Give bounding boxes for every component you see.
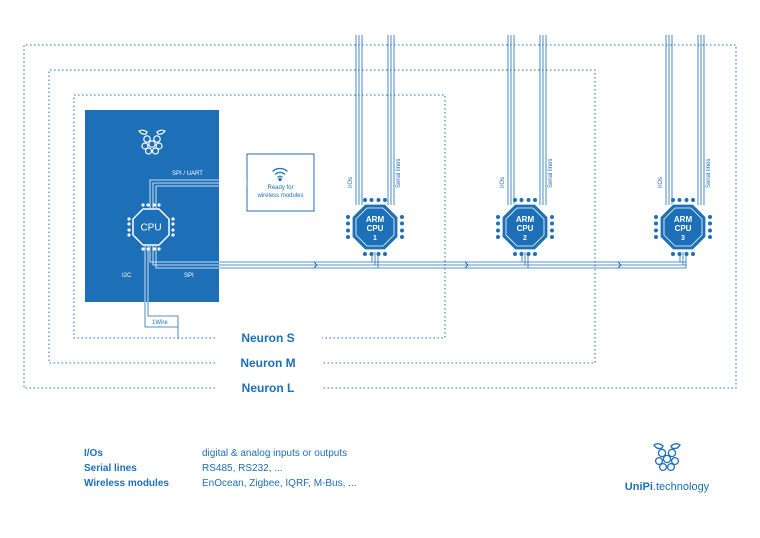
tier-label-neuron-m: Neuron M [240,356,295,370]
i2c-label: I2C [122,273,132,279]
wifi-icon [272,167,288,182]
tier-label-neuron-s: Neuron S [241,331,294,345]
arm-cpu-number: 2 [523,235,527,242]
serial-label: Serial lines [396,159,402,188]
architecture-diagram: Ready for wireless modules SPI / UART 1W… [23,35,737,395]
spi-uart-label: SPI / UART [172,171,203,177]
legend-desc: RS485, RS232, ... [202,463,283,474]
legend-row: Serial lines RS485, RS232, ... [84,461,357,476]
neuron-s-frame [73,94,446,339]
io-label: I/Os [500,177,506,188]
brand-name-bold: UniPi [624,481,653,493]
legend-row: Wireless modules EnOcean, Zigbee, IQRF, … [84,476,357,491]
tier-label-neuron-l: Neuron L [242,381,295,395]
wireless-line2: wireless modules [256,193,303,199]
brand-name-rest: .technology [652,481,710,493]
serial-label: Serial lines [706,159,712,188]
legend-desc: EnOcean, Zigbee, IQRF, M-Bus, ... [202,478,357,489]
raspberry-logo-icon [653,443,681,472]
arm-cpu-chip: ARM CPU 2 [496,198,554,256]
onewire-label: 1Wire [152,320,168,326]
io-label: I/Os [348,177,354,188]
wireless-line1: Ready for [267,185,293,191]
legend-term: I/Os [84,448,103,459]
arm-cpu-number: 3 [681,235,685,242]
legend: I/Os digital & analog inputs or outputs … [84,446,357,491]
serial-label: Serial lines [548,159,554,188]
bus-arrow [617,261,622,269]
arm-cpu-line2: CPU [367,224,384,233]
arm-cpu-line1: ARM [674,215,693,224]
wireless-box [246,153,315,212]
arm-cpu-line2: CPU [675,224,692,233]
raspberry-pi-board [85,110,219,302]
arm-cpu-line1: ARM [516,215,535,224]
arm-cpu-line2: CPU [517,224,534,233]
brand-logo: UniPi.technology [612,440,722,493]
bus-arrow [464,261,469,269]
spi-label: SPI [184,273,194,279]
legend-row: I/Os digital & analog inputs or outputs [84,446,357,461]
neuron-m-frame [48,69,596,364]
legend-term: Serial lines [84,463,137,474]
legend-desc: digital & analog inputs or outputs [202,448,348,459]
bus-arrow [313,261,318,269]
io-label: I/Os [658,177,664,188]
main-cpu-chip: CPU [127,203,175,251]
main-cpu-label: CPU [140,223,161,234]
raspberry-icon [138,129,166,155]
arm-cpu-chip: ARM CPU 1 [346,198,404,256]
arm-cpu-chip: ARM CPU 3 [654,198,712,256]
arm-cpu-line1: ARM [366,215,385,224]
brand-name: UniPi.technology [612,481,722,493]
arm-cpu-number: 1 [373,235,377,242]
legend-term: Wireless modules [84,478,169,489]
